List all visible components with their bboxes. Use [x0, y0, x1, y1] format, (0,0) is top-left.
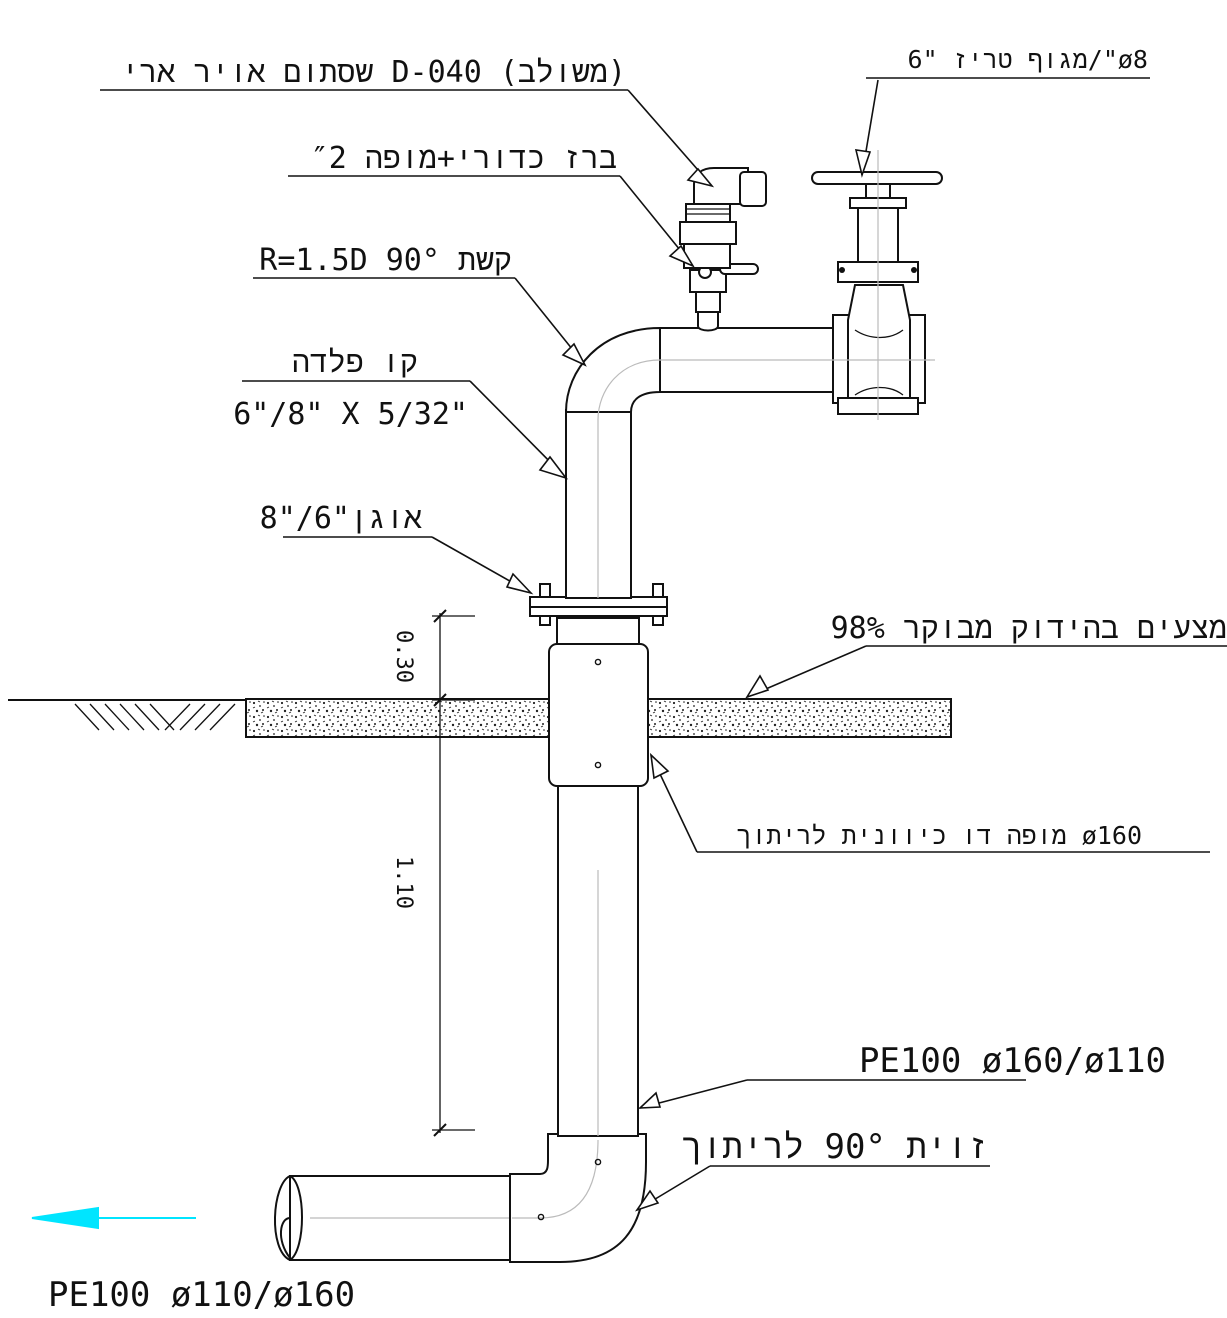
- vertical-pe-pipe: [557, 785, 639, 1137]
- dim-lower: 1.10: [391, 856, 416, 909]
- steel-riser: [564, 326, 930, 599]
- earth-hatch: [74, 703, 236, 731]
- label-coupler: מופה דו כיוונית לריתוך ø160: [737, 821, 1142, 850]
- dim-upper: 0.30: [391, 630, 416, 683]
- electrofusion-coupler: [548, 643, 649, 787]
- horizontal-pe-pipe: [273, 1175, 513, 1261]
- label-elbow-weld: זוית 90° לריתוך: [682, 1127, 988, 1167]
- flow-direction-arrow: [31, 1206, 196, 1230]
- label-flange-adapter: אוגן"6/"8: [260, 501, 422, 536]
- label-elbow: R=1.5D 90° קשת: [259, 243, 512, 278]
- air-valve-assembly: [679, 167, 767, 332]
- label-steel-line-title: קו פלדה: [292, 345, 418, 380]
- label-compaction: מצעים בהידוק מבוקר 98%: [831, 611, 1227, 646]
- label-steel-line-size: 6"/8" X 5/32": [233, 397, 468, 432]
- gate-valve: [811, 150, 943, 420]
- leaders: [100, 77, 1227, 1212]
- label-ball-valve: ברז כדורי+מופה ″2: [311, 141, 617, 176]
- label-air-valve: שסתום אויר ארי D-040 (משולב): [121, 55, 626, 90]
- ground: [8, 699, 246, 731]
- bottom-elbow: [509, 1133, 647, 1263]
- label-gate-valve: מגוף טריז "6/"ø8: [908, 45, 1148, 74]
- dimension-line: 0.30 1.10: [391, 609, 475, 1137]
- label-pe-horizontal: PE100 ø110/ø160: [48, 1275, 355, 1315]
- label-pe-vertical: PE100 ø160/ø110: [859, 1041, 1166, 1081]
- flange-adapter: [529, 583, 668, 645]
